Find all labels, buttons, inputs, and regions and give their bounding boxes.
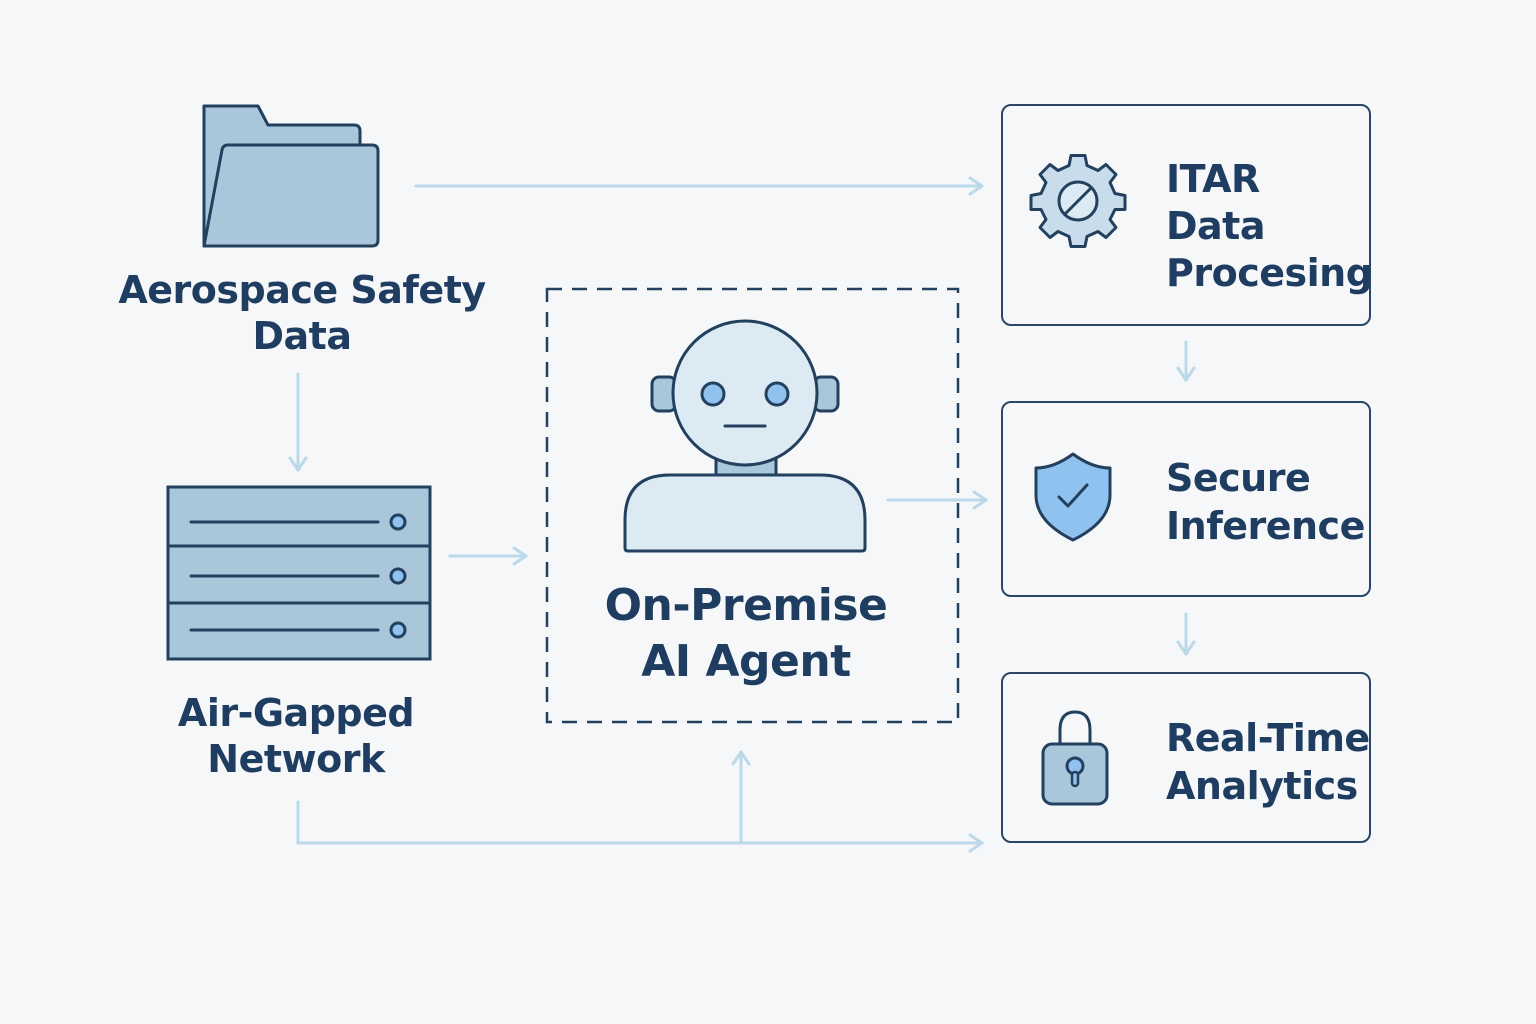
secure-inference-label-line1: Secure [1166,456,1311,500]
realtime-analytics-box [1001,672,1371,843]
ai-agent-label-line2: AI Agent [641,636,851,687]
itar-processing-label-line2: Data [1166,204,1266,248]
realtime-analytics-label: Real-Time Analytics [1166,714,1370,810]
bus-network-to-analytics [296,800,984,853]
server-rack-icon [166,485,432,661]
realtime-analytics-label-line2: Analytics [1166,764,1358,808]
realtime-analytics-label-line1: Real-Time [1166,716,1370,760]
itar-processing-label-line1: ITAR [1166,157,1260,201]
air-gapped-network-label-line1: Air-Gapped [177,691,415,735]
shield-check-icon [1034,452,1112,542]
air-gapped-network-label: Air-Gapped Network [177,690,415,782]
folder-icon [202,104,380,248]
ai-agent-label: On-Premise AI Agent [605,578,888,690]
aerospace-data-label-line2: Data [252,314,353,358]
itar-processing-box [1001,104,1371,326]
secure-inference-label: Secure Inference [1166,454,1365,550]
secure-inference-label-line2: Inference [1166,504,1365,548]
aerospace-data-label-line1: Aerospace Safety [118,268,486,312]
itar-processing-label: ITAR Data Procesing [1166,156,1373,297]
ai-agent-label-line1: On-Premise [604,580,888,631]
agent-boundary [545,287,960,724]
aerospace-data-label: Aerospace Safety Data [118,267,486,359]
gear-icon [1029,154,1127,248]
padlock-icon [1041,710,1109,806]
secure-inference-box [1001,401,1371,597]
air-gapped-network-label-line2: Network [207,737,385,781]
robot-icon [623,319,867,553]
itar-processing-label-line3: Procesing [1166,251,1373,295]
